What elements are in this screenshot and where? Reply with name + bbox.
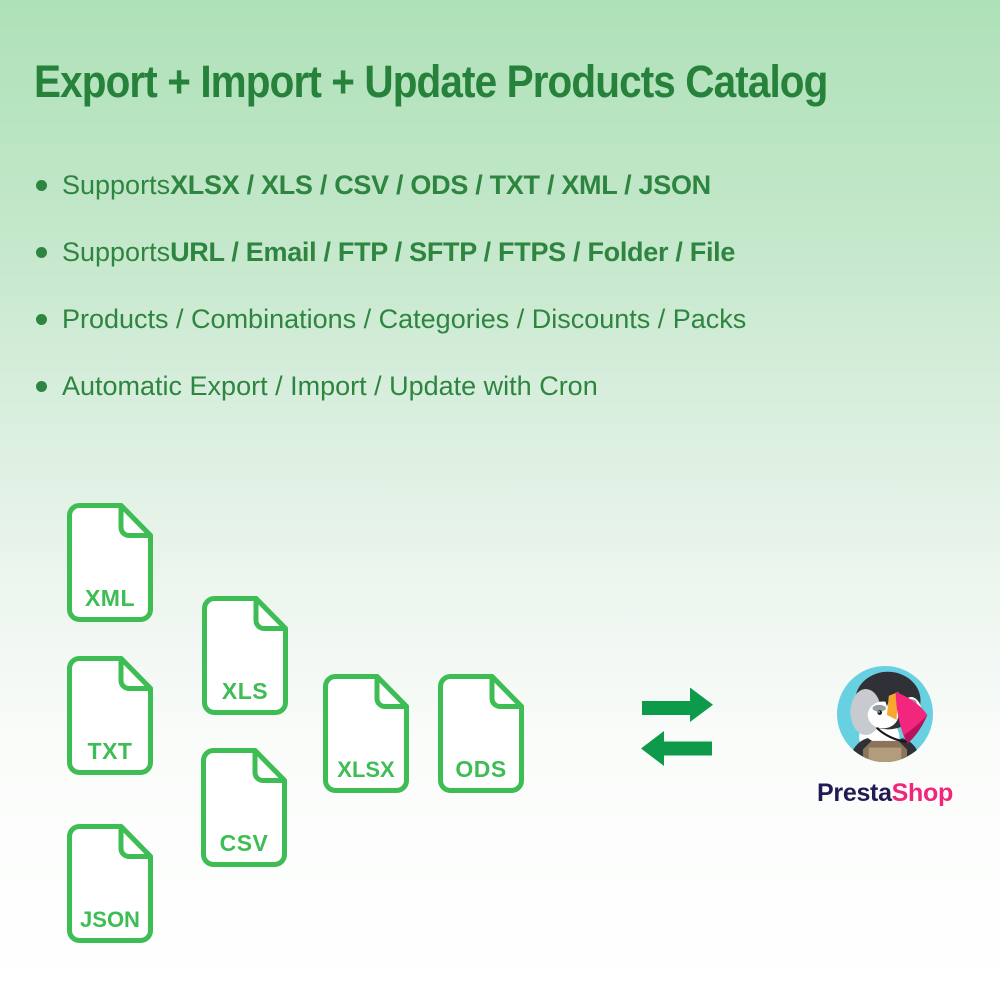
file-label: CSV [219,830,269,856]
bullet-icon [36,313,47,325]
xlsx-file-icon: XLSX [322,673,410,794]
bullet-icon [36,246,47,258]
document-icon [67,656,153,775]
document-icon [202,596,288,715]
feature-list: Supports XLSX / XLS / CSV / ODS / TXT / … [36,168,746,436]
file-label: XLS [221,678,269,704]
file-label: XML [84,585,136,611]
file-label: TXT [87,738,133,764]
prestashop-logo: PrestaShop [790,666,980,808]
import-arrow-icon [641,731,712,766]
document-icon [323,674,409,793]
feature-lead: Supports [62,236,171,267]
file-label: ODS [455,756,507,782]
feature-lead: Products / Combinations / Categories / D… [62,303,747,334]
ods-file-icon: ODS [437,673,525,794]
json-file-icon: JSON [66,823,154,944]
bullet-icon [36,380,47,392]
document-icon [438,674,524,793]
xls-file-icon: XLS [201,595,289,716]
transfer-arrows [639,686,715,770]
feature-item-sources: Supports URL / Email / FTP / SFTP / FTPS… [36,235,746,269]
brand-name: PrestaShop [790,779,980,808]
export-arrow-icon [642,687,713,722]
prestashop-mascot-icon [837,666,933,762]
feature-item-cron: Automatic Export / Import / Update with … [36,369,746,403]
file-label: JSON [80,907,140,932]
brand-presta: Presta [817,779,892,807]
feature-lead: Automatic Export / Import / Update with … [62,370,598,401]
bullet-icon [36,179,47,191]
brand-shop: Shop [891,779,954,807]
document-icon [201,748,287,867]
feature-item-formats: Supports XLSX / XLS / CSV / ODS / TXT / … [36,168,746,202]
feature-strong: XLSX / XLS / CSV / ODS / TXT / XML / JSO… [170,169,711,200]
feature-lead: Supports [62,169,171,200]
txt-file-icon: TXT [66,655,154,776]
document-icon [67,824,153,943]
csv-file-icon: CSV [200,747,288,868]
xml-file-icon: XML [66,502,154,623]
feature-item-entities: Products / Combinations / Categories / D… [36,302,746,336]
feature-strong: URL / Email / FTP / SFTP / FTPS / Folder… [170,236,736,267]
document-icon [67,503,153,622]
file-label: XLSX [337,757,395,782]
page-title: Export + Import + Update Products Catalo… [34,56,828,107]
